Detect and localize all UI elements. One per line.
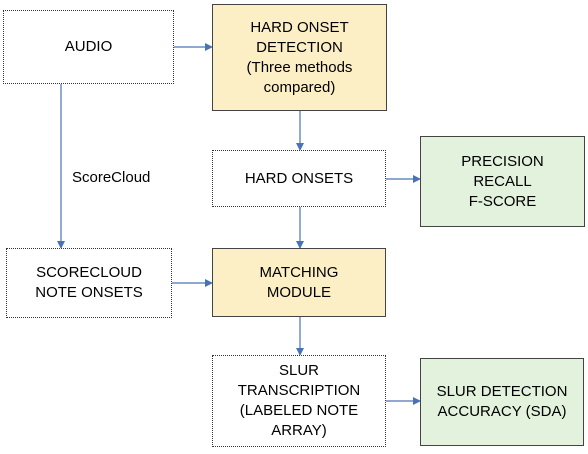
- matching-module-node-label: MATCHING MODULE: [259, 263, 339, 301]
- hard-onset-detection-node-label: HARD ONSET DETECTION (Three methods comp…: [246, 18, 353, 96]
- audio-node-label: AUDIO: [64, 38, 113, 55]
- slur-transcription-node-label: SLUR TRANSCRIPTION (LABELED NOTE ARRAY): [237, 362, 361, 439]
- hard-onsets-node-label: HARD ONSETS: [244, 169, 354, 187]
- slur-transcription-node: SLUR TRANSCRIPTION (LABELED NOTE ARRAY): [212, 355, 386, 447]
- hard-onset-detection-node: HARD ONSET DETECTION (Three methods comp…: [212, 4, 387, 111]
- scorecloud-note-onsets-node: SCORECLOUD NOTE ONSETS: [6, 248, 172, 318]
- precision-recall-fscore-node: PRECISION RECALL F-SCORE: [420, 136, 585, 227]
- precision-recall-fscore-node-label: PRECISION RECALL F-SCORE: [461, 152, 544, 210]
- scorecloud-edge-label: ScoreCloud: [72, 169, 151, 186]
- slur-detection-accuracy-node-label: SLUR DETECTION ACCURACY (SDA): [436, 383, 568, 420]
- matching-module-node: MATCHING MODULE: [212, 248, 386, 317]
- audio-node: AUDIO: [3, 10, 174, 84]
- scorecloud-note-onsets-node-label: SCORECLOUD NOTE ONSETS: [35, 264, 143, 301]
- hard-onsets-node: HARD ONSETS: [212, 150, 386, 207]
- slur-detection-accuracy-node: SLUR DETECTION ACCURACY (SDA): [420, 358, 584, 446]
